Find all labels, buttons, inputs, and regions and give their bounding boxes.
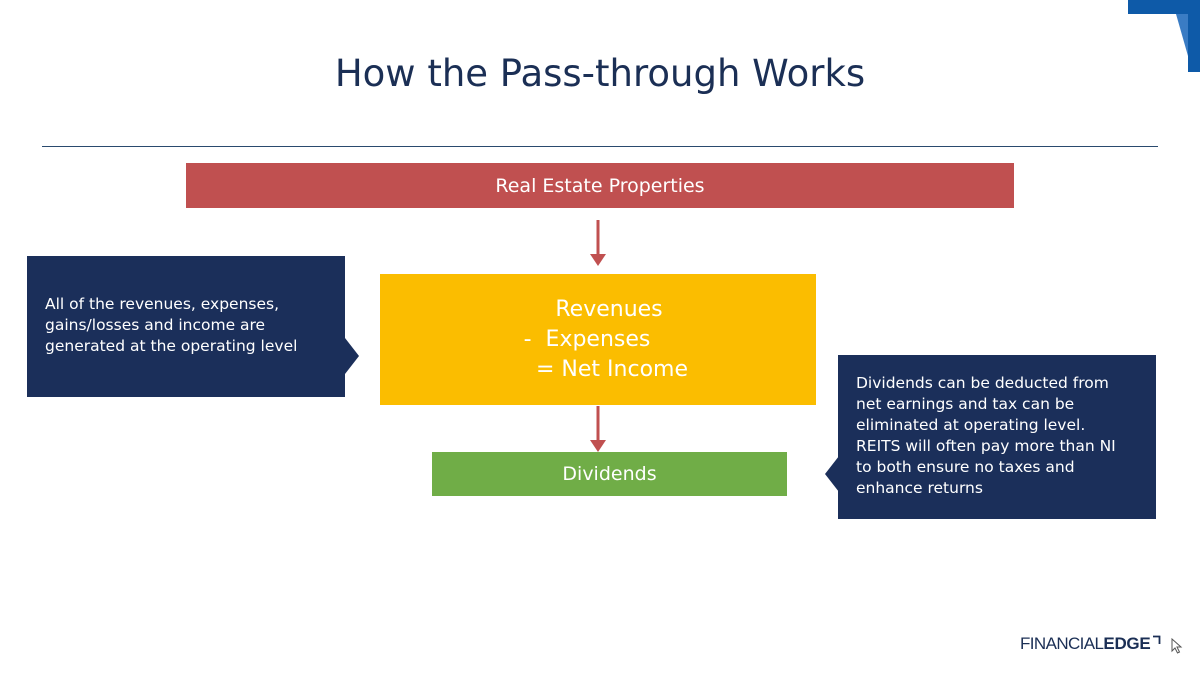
dividends-callout: Dividends can be deducted from net earni… xyxy=(838,355,1156,519)
logo-text-edge: EDGE xyxy=(1103,634,1151,653)
callout-line: eliminated at operating level. xyxy=(856,416,1086,434)
callout-pointer xyxy=(345,338,359,374)
logo-bracket-icon xyxy=(1153,635,1161,644)
title-divider xyxy=(42,146,1158,147)
net-income-box: Revenues - Expenses = Net Income xyxy=(380,274,816,405)
income-line-expenses: - Expenses xyxy=(523,326,651,352)
operating-level-callout: All of the revenues, expenses, gains/los… xyxy=(27,256,345,397)
real-estate-properties-label: Real Estate Properties xyxy=(495,174,705,197)
slide-title: How the Pass-through Works xyxy=(334,52,866,95)
callout-line: generated at the operating level xyxy=(45,337,298,355)
corner-accent-icon xyxy=(1128,0,1200,72)
callout-pointer xyxy=(825,456,839,492)
arrow-down-icon xyxy=(590,406,606,452)
dividends-box: Dividends xyxy=(432,452,787,496)
callout-line: to both ensure no taxes and xyxy=(856,458,1075,476)
income-line-net-income: = Net Income xyxy=(536,356,688,382)
callout-line: Dividends can be deducted from xyxy=(856,374,1109,392)
mouse-cursor-icon xyxy=(1171,638,1183,654)
financial-edge-logo: FINANCIAL EDGE xyxy=(1020,634,1161,658)
logo-text-financial: FINANCIAL xyxy=(1020,634,1104,653)
income-line-revenues: Revenues xyxy=(555,296,663,322)
real-estate-properties-box: Real Estate Properties xyxy=(186,163,1014,208)
dividends-label: Dividends xyxy=(562,463,657,485)
callout-line: gains/losses and income are xyxy=(45,316,266,334)
callout-line: enhance returns xyxy=(856,479,983,497)
callout-line: REITS will often pay more than NI xyxy=(856,437,1116,455)
callout-line: net earnings and tax can be xyxy=(856,395,1075,413)
arrow-down-icon xyxy=(590,220,606,266)
callout-line: All of the revenues, expenses, xyxy=(45,295,280,313)
